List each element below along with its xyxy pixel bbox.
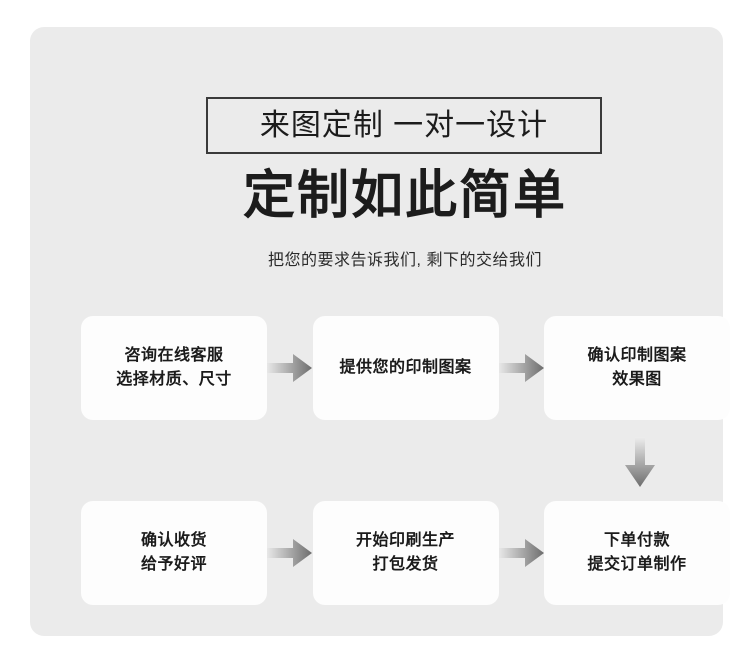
step-card-confirm-receipt: 确认收货 给予好评 [81, 501, 267, 605]
step-card-label: 提供您的印制图案 [339, 359, 472, 376]
flow-row-1: 咨询在线客服 选择材质、尺寸 提供您的印制图案 [81, 314, 730, 422]
step-card-label: 咨询在线客服 选择材质、尺寸 [116, 347, 232, 388]
boxed-tagline-text: 来图定制 一对一设计 [259, 108, 549, 142]
step-card-label: 开始印刷生产 打包发货 [355, 532, 455, 573]
step-card-provide-design: 提供您的印制图案 [312, 316, 499, 420]
page-subtitle: 把您的要求告诉我们, 剩下的交给我们 [268, 252, 542, 269]
arrow-right-icon [498, 354, 544, 382]
arrow-down-icon [625, 437, 655, 487]
arrow-right-icon [267, 539, 313, 567]
page-title: 定制如此简单 [242, 167, 567, 225]
step-card-place-order: 下单付款 提交订单制作 [544, 501, 730, 605]
step-card-label: 下单付款 提交订单制作 [587, 532, 687, 573]
boxed-tagline: 来图定制 一对一设计 [206, 97, 602, 154]
step-card-label: 确认收货 给予好评 [140, 532, 207, 573]
content-panel: 来图定制 一对一设计 定制如此简单 把您的要求告诉我们, 剩下的交给我们 咨询在… [30, 27, 730, 636]
step-card-confirm-proof: 确认印制图案 效果图 [544, 316, 730, 420]
step-card-label: 确认印制图案 效果图 [587, 347, 687, 388]
step-card-print-ship: 开始印刷生产 打包发货 [312, 501, 499, 605]
flow-row-2: 确认收货 给予好评 开始印刷生产 打包发货 [81, 499, 730, 607]
arrow-right-icon [267, 354, 313, 382]
step-card-consult: 咨询在线客服 选择材质、尺寸 [81, 316, 267, 420]
arrow-right-icon [498, 539, 544, 567]
